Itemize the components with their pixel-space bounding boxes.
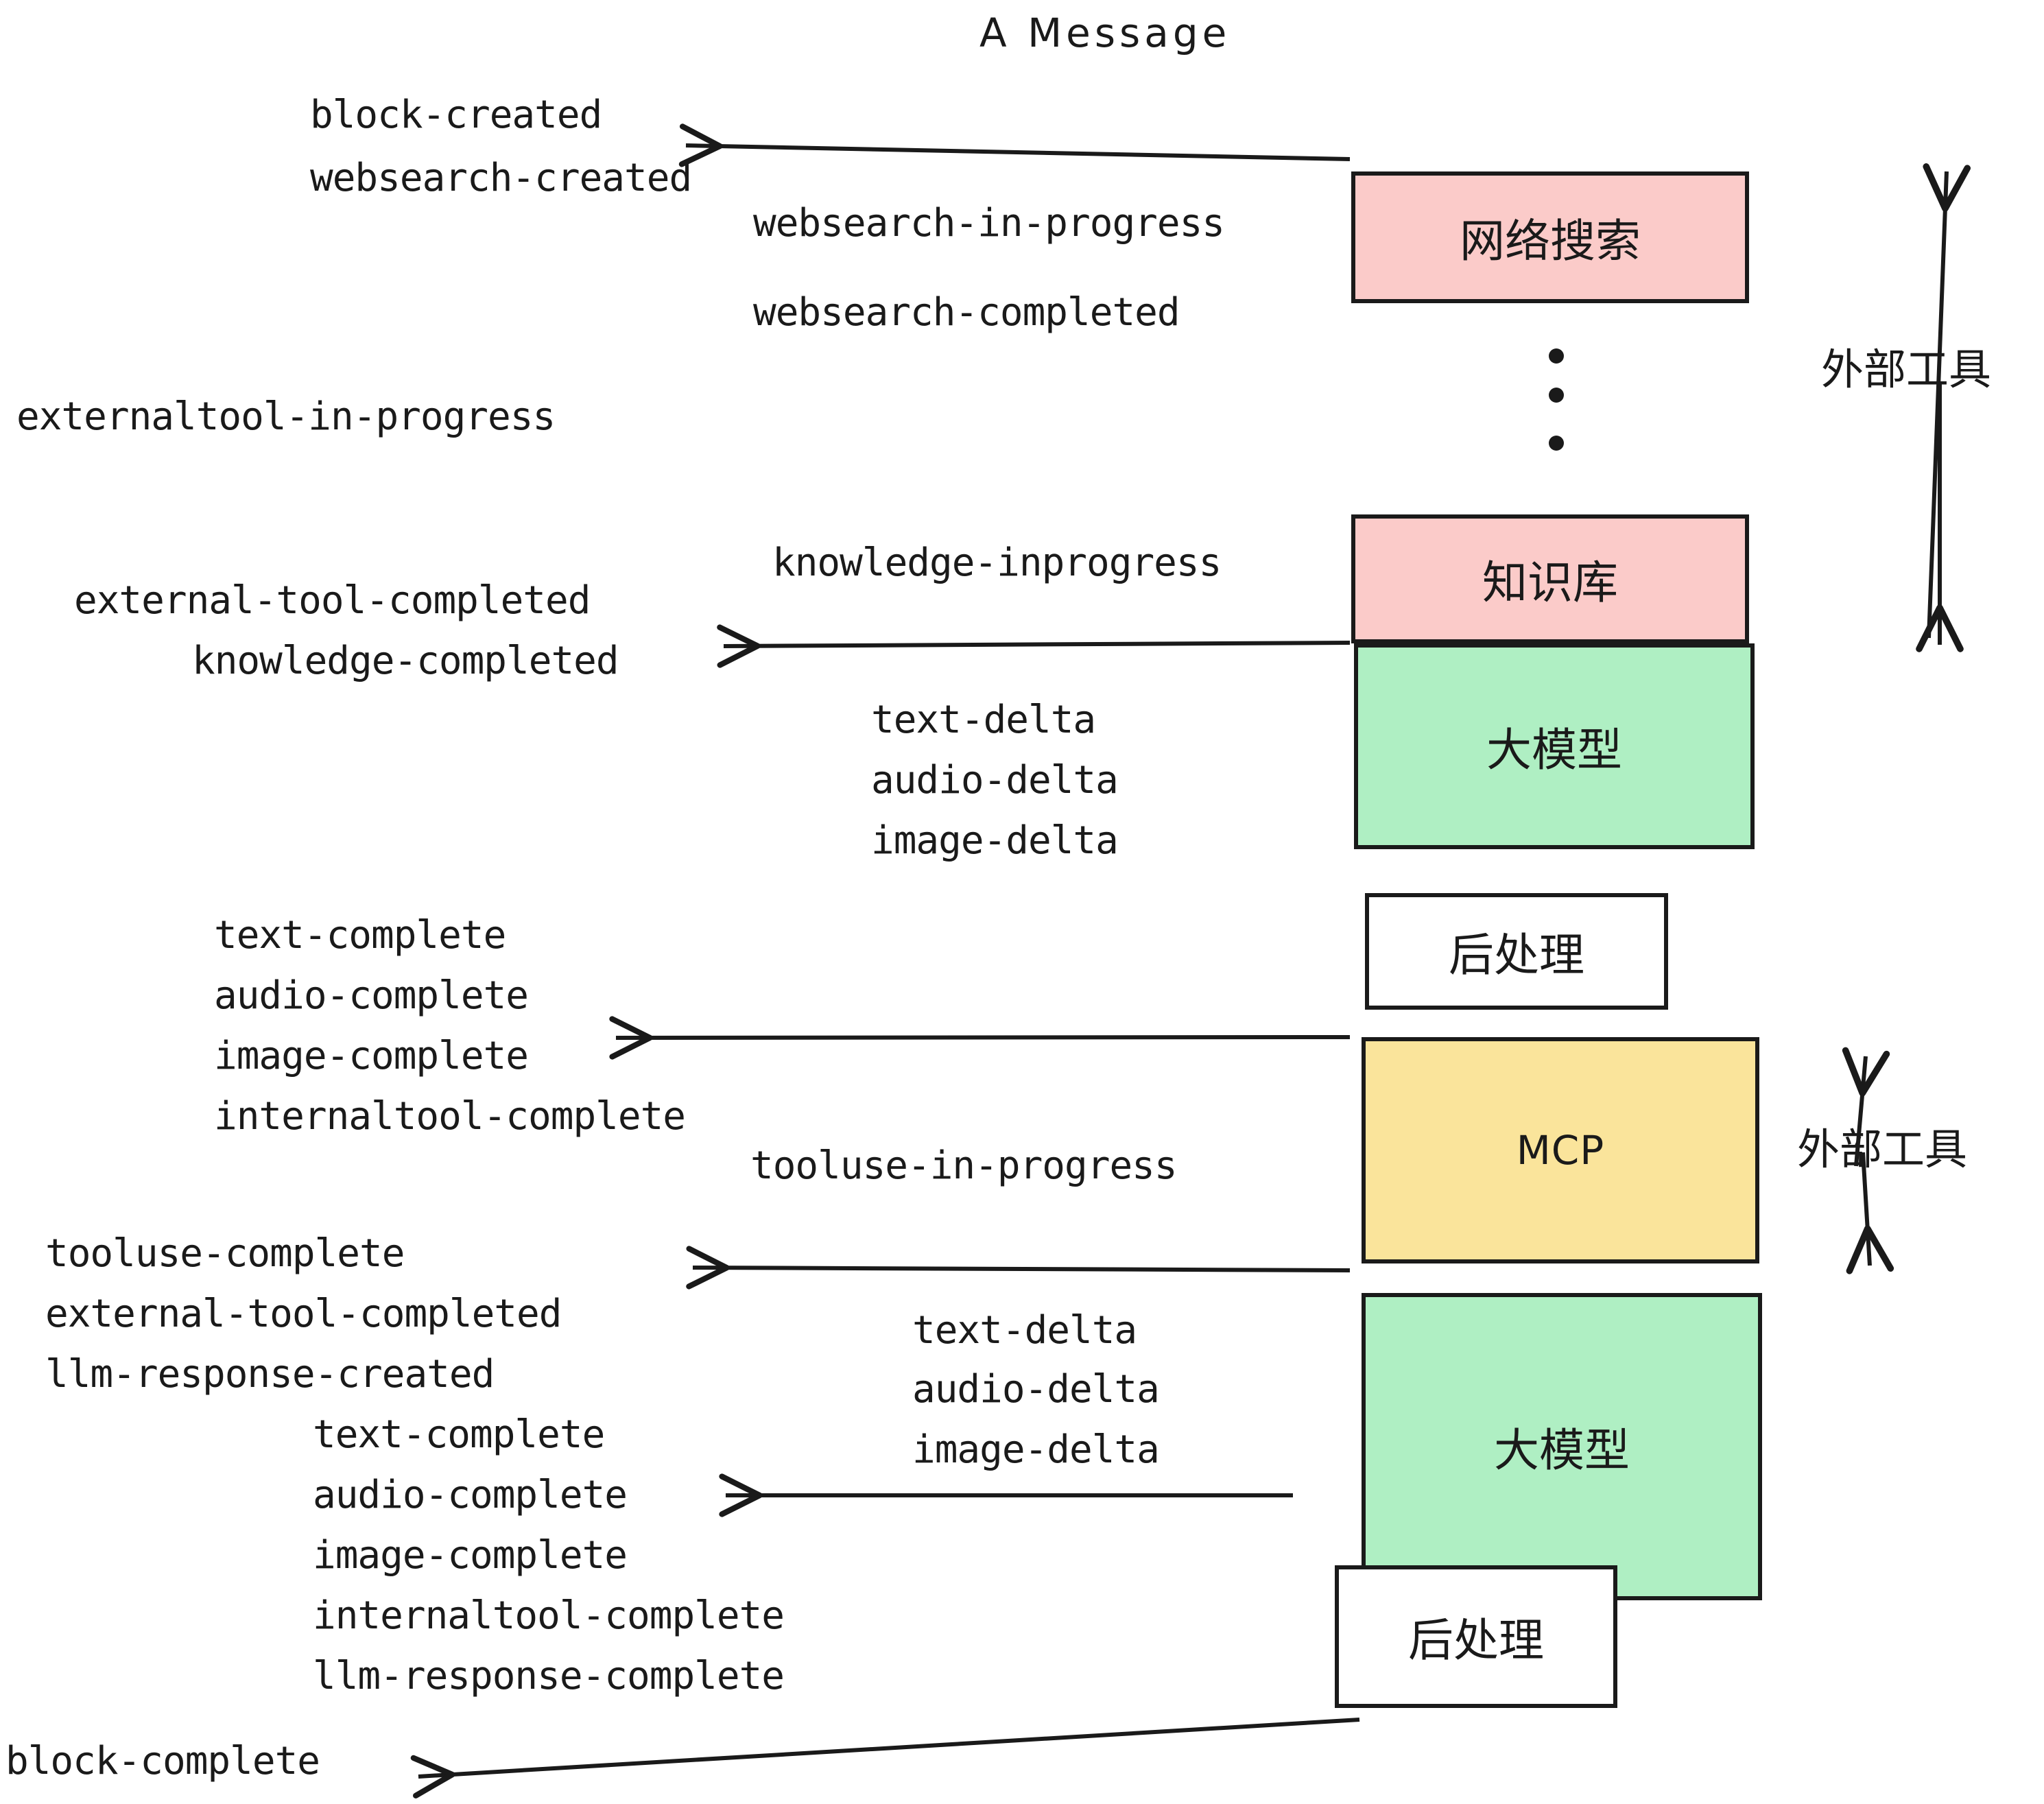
arrow-external-tools-upper-up xyxy=(1923,163,1971,639)
event-llm-response-complete: llm-response-complete xyxy=(313,1654,785,1698)
event-image-complete-1: image-complete xyxy=(214,1034,529,1078)
event-block-created: block-created xyxy=(310,93,602,137)
event-text-complete-2: text-complete xyxy=(313,1412,605,1457)
event-text-delta-1: text-delta xyxy=(871,698,1096,742)
event-internaltool-complete-2: internaltool-complete xyxy=(313,1593,785,1638)
event-audio-delta-1: audio-delta xyxy=(871,758,1119,803)
event-knowledge-inprogress: knowledge-inprogress xyxy=(772,541,1222,585)
ellipsis-dot-3 xyxy=(1549,436,1564,451)
event-websearch-created: websearch-created xyxy=(310,156,692,200)
node-mcp[interactable]: MCP xyxy=(1362,1037,1759,1263)
arrow-postprocess-to-block-complete xyxy=(410,1718,1360,1799)
event-audio-complete-2: audio-complete xyxy=(313,1473,628,1517)
node-postprocess-top-label: 后处理 xyxy=(1449,929,1584,982)
arrow-postprocess-to-image-complete xyxy=(609,1016,1351,1060)
node-postprocess-top[interactable]: 后处理 xyxy=(1365,893,1668,1010)
label-external-tools-upper: 外部工具 xyxy=(1821,344,1992,394)
event-text-delta-2: text-delta xyxy=(912,1308,1137,1353)
event-llm-response-created: llm-response-created xyxy=(45,1352,495,1397)
node-llm-top[interactable]: 大模型 xyxy=(1354,643,1755,849)
diagram-title: A Message xyxy=(979,10,1231,56)
event-image-delta-1: image-delta xyxy=(871,818,1119,863)
label-external-tools-lower: 外部工具 xyxy=(1797,1124,1968,1174)
event-websearch-in-progress: websearch-in-progress xyxy=(753,201,1225,246)
node-llm-top-label: 大模型 xyxy=(1486,724,1622,776)
ellipsis-dot-1 xyxy=(1549,348,1564,364)
event-tooluse-complete: tooluse-complete xyxy=(45,1231,405,1276)
event-tooluse-in-progress: tooluse-in-progress xyxy=(750,1143,1178,1188)
event-external-tool-completed-2: external-tool-completed xyxy=(45,1292,562,1336)
event-audio-complete-1: audio-complete xyxy=(214,973,529,1018)
node-knowledge-base-label: 知识库 xyxy=(1482,556,1618,609)
event-knowledge-completed: knowledge-completed xyxy=(192,639,619,683)
event-websearch-completed: websearch-completed xyxy=(753,290,1180,335)
node-llm-bottom-label: 大模型 xyxy=(1494,1424,1630,1477)
event-external-tool-completed-1: external-tool-completed xyxy=(74,578,591,623)
arrow-mcp-to-tooluse-complete xyxy=(686,1246,1351,1290)
node-websearch-label: 网络搜索 xyxy=(1460,215,1641,268)
node-llm-bottom[interactable]: 大模型 xyxy=(1362,1293,1762,1600)
node-postprocess-bottom-label: 后处理 xyxy=(1408,1614,1544,1667)
node-websearch[interactable]: 网络搜索 xyxy=(1351,171,1749,303)
node-mcp-label: MCP xyxy=(1516,1127,1605,1174)
node-postprocess-bottom[interactable]: 后处理 xyxy=(1335,1565,1617,1708)
event-audio-delta-2: audio-delta xyxy=(912,1367,1160,1412)
event-block-complete: block-complete xyxy=(5,1739,320,1783)
event-internaltool-complete-1: internaltool-complete xyxy=(214,1094,686,1139)
event-image-complete-2: image-complete xyxy=(313,1533,628,1578)
node-knowledge-base[interactable]: 知识库 xyxy=(1351,514,1749,643)
arrow-knowledge-to-knowledge-completed xyxy=(717,624,1351,668)
ellipsis-dot-2 xyxy=(1549,388,1564,403)
event-externaltool-in-progress: externaltool-in-progress xyxy=(16,394,556,439)
event-image-delta-2: image-delta xyxy=(912,1427,1160,1472)
arrow-websearch-to-block-created xyxy=(678,123,1351,167)
event-text-complete-1: text-complete xyxy=(214,913,506,958)
